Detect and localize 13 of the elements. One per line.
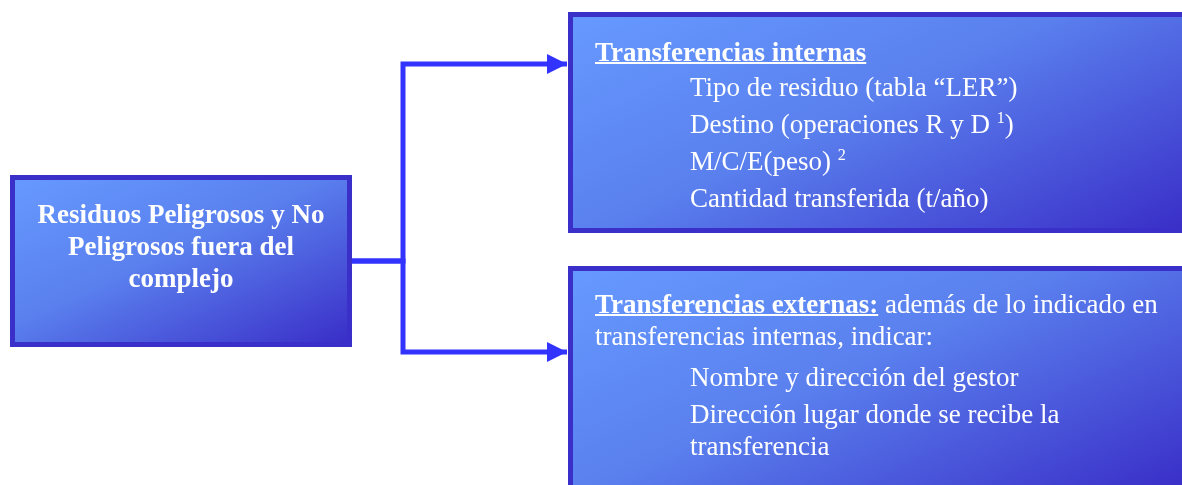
- section-heading: Transferencias internas: [595, 36, 868, 68]
- text-box: [10, 175, 352, 347]
- list-item: Destino (operaciones R y D $^{1}$): [690, 108, 1015, 140]
- list-item: Tipo de residuo (tabla “LER”): [690, 71, 1019, 103]
- intro-paragraph: Transferencias externas: además de lo indicado en transferencias internas, indicar:: [595, 288, 1159, 352]
- list-item: Dirección lugar donde se recibe la transferencia: [690, 398, 1061, 462]
- box-title: Residuos Peligrosos y No Peligrosos fuera del complejo: [36, 198, 326, 294]
- text-box: [568, 266, 1182, 485]
- list-item: Cantidad transferida (t/año): [690, 182, 990, 214]
- list-item: Nombre y dirección del gestor: [690, 361, 1020, 393]
- text-box: [568, 12, 1182, 233]
- list-item: M/C/E(peso) $^{2}$: [690, 145, 847, 177]
- connector-arrow: [352, 258, 567, 362]
